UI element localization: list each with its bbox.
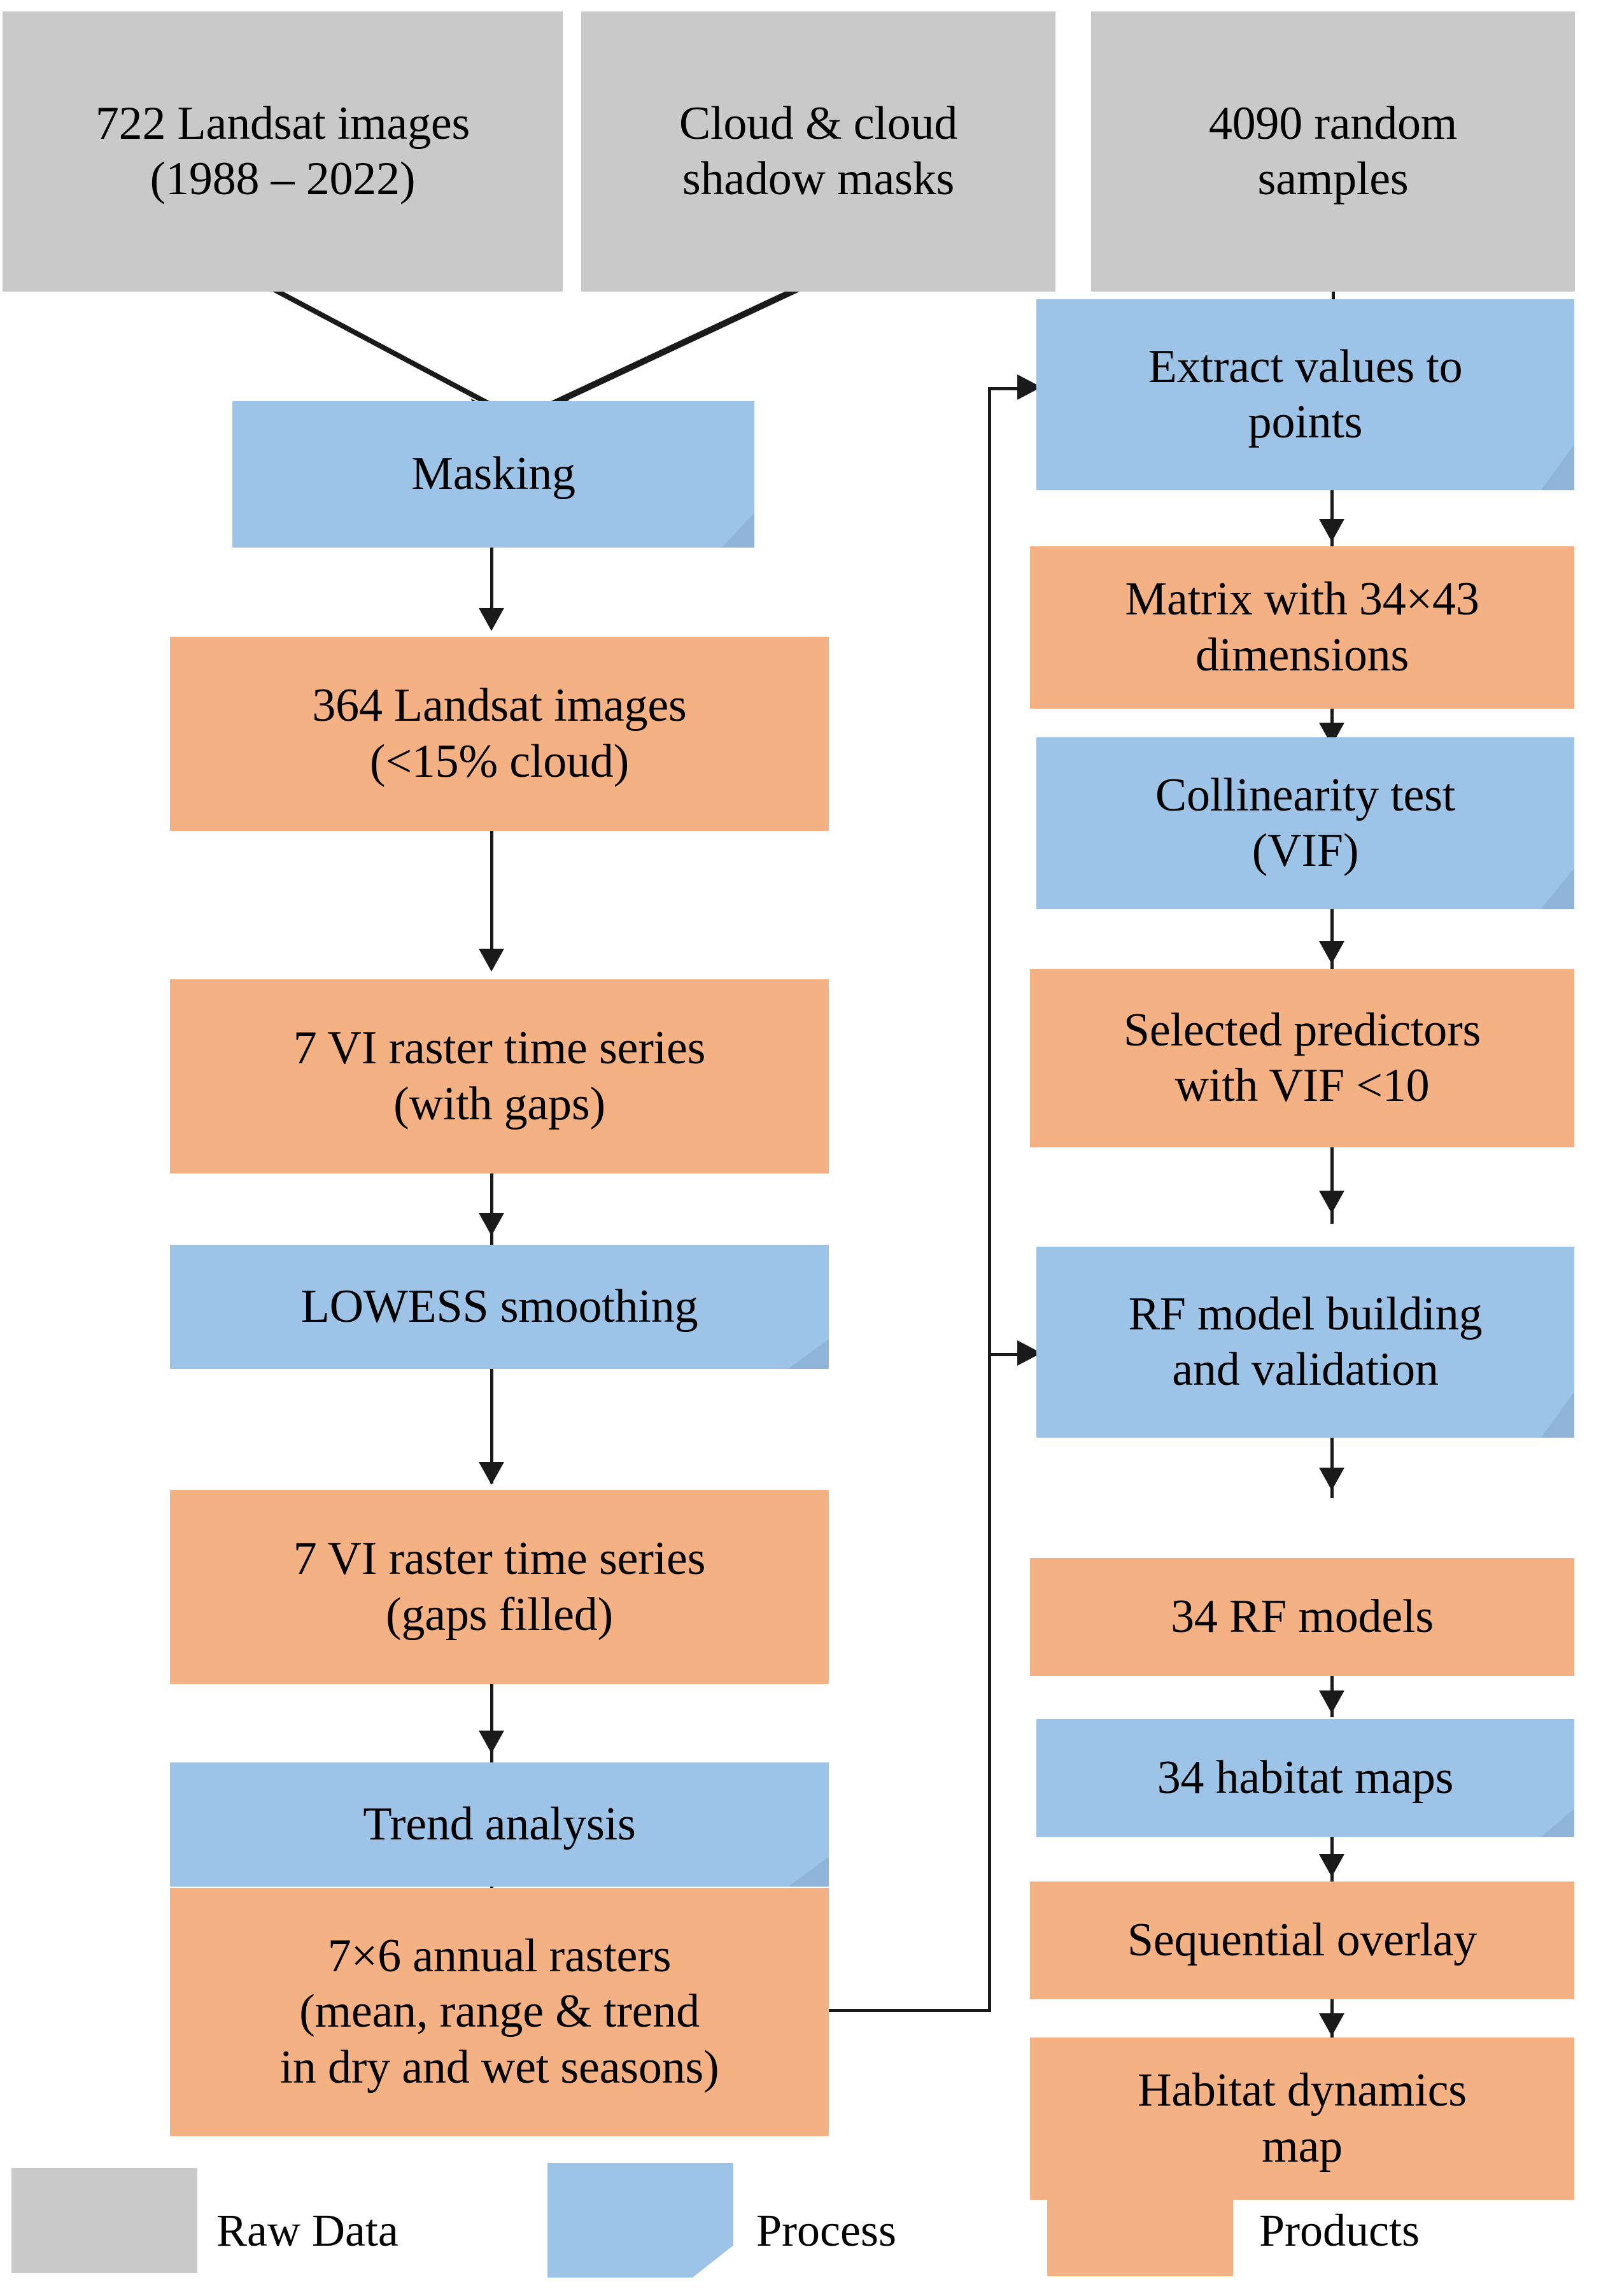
node-vi-filled-label: 7 VI raster time series (gaps filled) [293,1533,706,1641]
node-vi-gaps: 7 VI raster time series (with gaps) [170,979,829,1173]
node-matrix: Matrix with 34×43 dimensions [1030,546,1574,709]
arrowhead-landsat364-to-vigaps [479,949,504,972]
legend-label-raw-data: Raw Data [216,2205,398,2256]
node-landsat-364-label: 364 Landsat images (<15% cloud) [312,679,687,788]
arrowhead-rf-to-rfmodels [1319,1468,1344,1491]
node-selected-predictors-label: Selected predictors with VIF <10 [1123,1003,1481,1112]
node-extract-values: Extract values to points [1036,299,1574,490]
node-random-samples-label: 4090 random samples [1208,97,1458,205]
node-habitat-dynamics-label: Habitat dynamics map [1138,2064,1467,2172]
arrowhead-overlay-to-dynamics [1319,2013,1344,2036]
arrowhead-collinearity-to-selected [1319,941,1344,964]
arrowhead-lowess-to-vifilled [479,1462,504,1485]
node-masking: Masking [232,401,754,548]
node-cloud-masks-label: Cloud & cloud shadow masks [679,97,958,205]
process-box-shape [170,1762,829,1887]
legend-swatch-products [1047,2165,1233,2276]
node-habitat-maps-34: 34 habitat maps [1036,1719,1574,1837]
arrowhead-masking-to-landsat364 [479,608,504,631]
node-selected-predictors: Selected predictors with VIF <10 [1030,969,1574,1147]
connector-annual-to-right-h1 [829,2009,991,2012]
node-collinearity-label: Collinearity test (VIF) [1155,769,1456,877]
node-lowess-label: LOWESS smoothing [300,1280,698,1333]
legend-swatch-raw-data [11,2168,197,2273]
node-masking-label: Masking [411,448,575,500]
node-raw-landsat-label: 722 Landsat images (1988 – 2022) [95,97,470,205]
arrowhead-selected-to-rf [1319,1191,1344,1214]
node-collinearity: Collinearity test (VIF) [1036,737,1574,909]
process-box-shape [1036,1719,1574,1837]
process-box-shape [1036,1247,1574,1438]
node-random-samples: 4090 random samples [1091,11,1575,292]
node-trend-analysis: Trend analysis [170,1762,829,1887]
node-sequential-overlay: Sequential overlay [1030,1881,1574,1999]
node-rf-model-label: RF model building and validation [1128,1287,1483,1396]
legend-label-products: Products [1259,2205,1420,2256]
process-box-shape [1036,737,1574,909]
connector-lowess-to-vifilled [490,1369,493,1484]
arrowhead-vifilled-to-trend [479,1731,504,1754]
node-rf-models-34: 34 RF models [1030,1558,1574,1676]
arrowhead-rfmodels-to-habitatmaps [1319,1690,1344,1713]
node-extract-values-label: Extract values to points [1148,340,1463,448]
connector-vigaps-to-lowess [490,1173,493,1250]
node-cloud-masks: Cloud & cloud shadow masks [581,11,1055,292]
connector-selected-to-rf [1330,1147,1334,1224]
arrowhead-vigaps-to-lowess [479,1213,504,1236]
node-habitat-maps-34-label: 34 habitat maps [1157,1751,1454,1804]
node-matrix-label: Matrix with 34×43 dimensions [1125,573,1479,681]
node-rf-model: RF model building and validation [1036,1247,1574,1438]
node-trend-analysis-label: Trend analysis [363,1797,636,1850]
node-sequential-overlay-label: Sequential overlay [1127,1913,1477,1966]
connector-annual-to-right-v [988,387,991,2011]
connector-annual-to-extract-h [988,387,1039,390]
node-lowess: LOWESS smoothing [170,1245,829,1369]
node-annual-rasters: 7×6 annual rasters (mean, range & trend … [170,1888,829,2136]
arrowhead-extract-to-matrix [1319,519,1344,542]
process-box-shape [170,1245,829,1369]
connector-annual-to-rf-h [988,1353,1039,1356]
node-vi-filled: 7 VI raster time series (gaps filled) [170,1490,829,1684]
connector-vifilled-to-trend [490,1684,493,1767]
connector-masking-to-landsat364 [490,548,493,624]
node-landsat-364: 364 Landsat images (<15% cloud) [170,637,829,831]
node-vi-gaps-label: 7 VI raster time series (with gaps) [293,1022,706,1130]
node-annual-rasters-label: 7×6 annual rasters (mean, range & trend … [279,1930,719,2094]
arrowhead-habitatmaps-to-overlay [1319,1854,1344,1877]
process-box-shape [232,401,754,548]
legend-label-process: Process [756,2205,896,2256]
node-rf-models-34-label: 34 RF models [1171,1590,1434,1643]
node-raw-landsat: 722 Landsat images (1988 – 2022) [3,11,563,292]
connector-landsat364-to-vigaps [490,831,493,965]
legend-swatch-process [547,2163,733,2278]
process-box-shape [1036,299,1574,490]
